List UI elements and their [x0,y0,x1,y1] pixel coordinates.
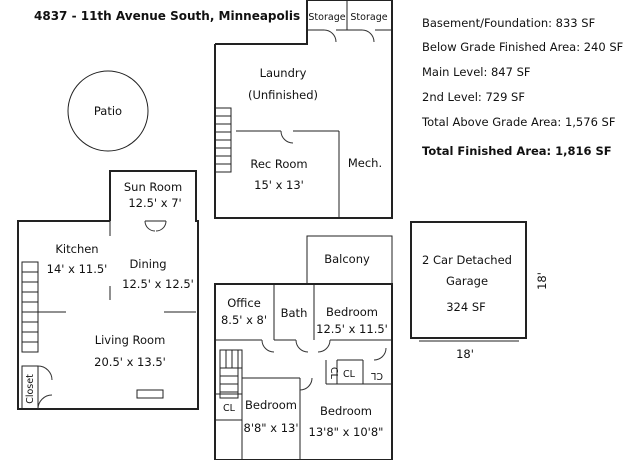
garage-width: 18' [456,347,474,361]
bedroom-1-dim: 12.5' x 11.5' [316,322,388,336]
garage-area: 324 SF [446,300,486,314]
mech-label: Mech. [348,156,382,170]
closet-label-a: CL [328,367,339,380]
dining-dim: 12.5' x 12.5' [122,277,194,291]
garage: 2 Car Detached Garage 324 SF 18' 18' [410,221,549,361]
stat-total-finished: Total Finished Area: 1,816 SF [422,144,612,158]
bedroom-2-label: Bedroom [245,398,297,412]
area-summary: Basement/Foundation: 833 SF Below Grade … [421,16,623,158]
living-room-label: Living Room [95,333,166,347]
garage-walls [410,221,527,339]
stat-basement: Basement/Foundation: 833 SF [422,16,595,30]
storage-door [361,29,375,43]
address-title: 4837 - 11th Avenue South, Minneapolis [34,9,300,23]
garage-depth: 18' [535,272,549,290]
sun-room-door-left [144,220,156,232]
patio-label: Patio [94,104,122,118]
storage-label-1: Storage [308,12,345,23]
closet-label: Closet [25,374,36,404]
basement-level: Storage Storage Laundry (Unfinished) Rec… [214,0,393,219]
bedroom-1-door [317,339,331,353]
main-level: Patio Sun Room 12.5' x 7' Kitchen 14' x … [17,70,199,410]
laundry-label: Laundry [260,66,307,80]
stat-main-level: Main Level: 847 SF [422,65,531,79]
kitchen-dim: 14' x 11.5' [47,262,108,276]
bath-label: Bath [281,306,308,320]
office-label: Office [227,296,261,310]
closet [21,365,39,410]
balcony-label: Balcony [324,252,370,266]
basement-walls [214,0,393,219]
stat-below-grade: Below Grade Finished Area: 240 SF [422,40,623,54]
second-level-walls [214,283,393,460]
sun-room-dim: 12.5' x 7' [128,196,181,210]
closet-door [373,347,387,361]
stat-above-grade: Total Above Grade Area: 1,576 SF [421,115,615,129]
entry-door [37,394,53,410]
bedroom-3-door [299,377,313,391]
bath-door [295,339,309,353]
main-stairs [21,261,39,353]
office-dim: 8.5' x 8' [221,313,267,327]
rec-room-door [280,130,294,144]
storage-door [323,29,337,43]
bedroom-2-dim: 8'8" x 13' [244,421,299,435]
basement-stairs [214,107,232,173]
closet-label-b: CL [343,369,356,380]
kitchen-label: Kitchen [55,242,98,256]
closet-label-d: CL [223,403,236,414]
second-level: Balcony Office [214,235,393,460]
storage-label-2: Storage [350,12,387,23]
closet-door [37,365,53,381]
closet-label-c: CL [370,370,383,381]
bedroom-1-label: Bedroom [326,305,378,319]
second-level-stairs [219,349,243,399]
stat-second-level: 2nd Level: 729 SF [422,90,525,104]
sun-room-door-right [155,220,167,232]
rec-room-label: Rec Room [250,157,307,171]
dining-label: Dining [129,257,166,271]
living-room-dim: 20.5' x 13.5' [94,355,166,369]
laundry-note: (Unfinished) [248,88,318,102]
rec-room-dim: 15' x 13' [254,178,304,192]
garage-label-2: Garage [446,274,488,288]
office-door [261,339,275,353]
garage-label-1: 2 Car Detached [422,253,512,267]
fireplace [136,389,164,399]
bedroom-3-dim: 13'8" x 10'8" [309,425,384,439]
main-walls [17,170,199,410]
bedroom-3-label: Bedroom [320,404,372,418]
sun-room-label: Sun Room [124,180,182,194]
patio [67,70,149,152]
